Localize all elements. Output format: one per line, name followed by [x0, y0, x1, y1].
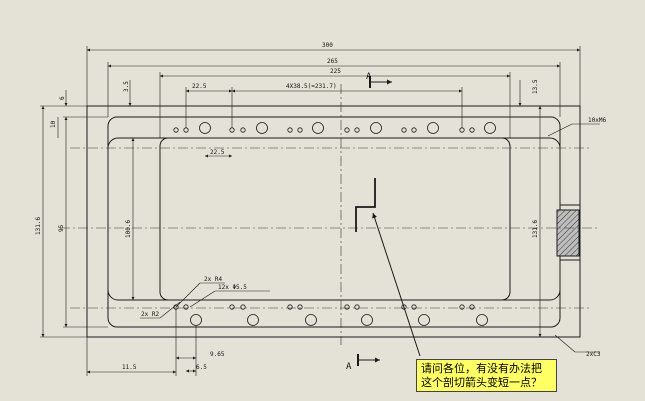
- dim-inner-width: 265: [327, 58, 338, 65]
- dimension-texts: 300 265 225 4X38.5(=231.7) 22.5 22.5 131…: [35, 42, 606, 371]
- inner-pocket: [159, 137, 511, 301]
- pocket-outline: [107, 137, 561, 301]
- section-arrow-bottom: [357, 354, 380, 366]
- outer-frame: [86, 105, 581, 338]
- dim-edge-right: 13.5: [532, 79, 539, 94]
- section-cut-line: [355, 178, 376, 232]
- dim-left-step: 10: [50, 120, 57, 128]
- dim-outer-height: 131.6: [35, 217, 42, 235]
- question-callout: 请问各位，有没有办法把 这个剖切箭头变短一点？: [416, 359, 557, 392]
- dim-slot-offset: 22.5: [210, 149, 225, 156]
- dim-edge-top: 3.5: [123, 81, 130, 92]
- dim-corner-note: 2x R2: [141, 311, 159, 318]
- dimension-lines: [40, 46, 600, 376]
- dim-slot-pitch: 22.5: [192, 83, 207, 90]
- dim-left-small: 6: [59, 96, 66, 100]
- dim-chamfer-note: 2xC3: [586, 351, 601, 358]
- bottom-hole-row: [173, 304, 488, 326]
- dim-hole-note: 12x Φ5.5: [218, 284, 247, 291]
- section-label-bottom: A: [346, 362, 352, 372]
- callout-leader: [372, 212, 421, 357]
- dim-slot-note: 2x R4: [204, 276, 222, 283]
- dim-inner-height: 95: [58, 224, 65, 232]
- callout-line-1: 请问各位，有没有办法把: [421, 362, 542, 375]
- part-outline: [86, 105, 581, 338]
- top-hole-row: [173, 122, 496, 134]
- dim-hole-span: 225: [330, 68, 341, 75]
- right-notch: [560, 204, 580, 261]
- dim-slot-height: 100.6: [125, 220, 132, 238]
- dim-overall-width: 300: [322, 42, 333, 49]
- dim-right-height: 131.6: [532, 220, 539, 238]
- dim-bottom-b: 6.5: [196, 364, 207, 371]
- dim-thread-note: 10xM6: [588, 117, 606, 124]
- inner-frame: [107, 116, 561, 328]
- section-label-top: A: [366, 72, 372, 82]
- dim-bottom-a: 9.65: [210, 351, 225, 358]
- dim-bottom-left: 11.5: [122, 364, 137, 371]
- centerlines: [60, 84, 600, 345]
- section-arrow-top: [369, 76, 392, 88]
- section-hatch: [556, 209, 580, 257]
- callout-line-2: 这个剖切箭头变短一点？: [421, 376, 542, 389]
- dim-hole-pitch: 4X38.5(=231.7): [286, 83, 337, 90]
